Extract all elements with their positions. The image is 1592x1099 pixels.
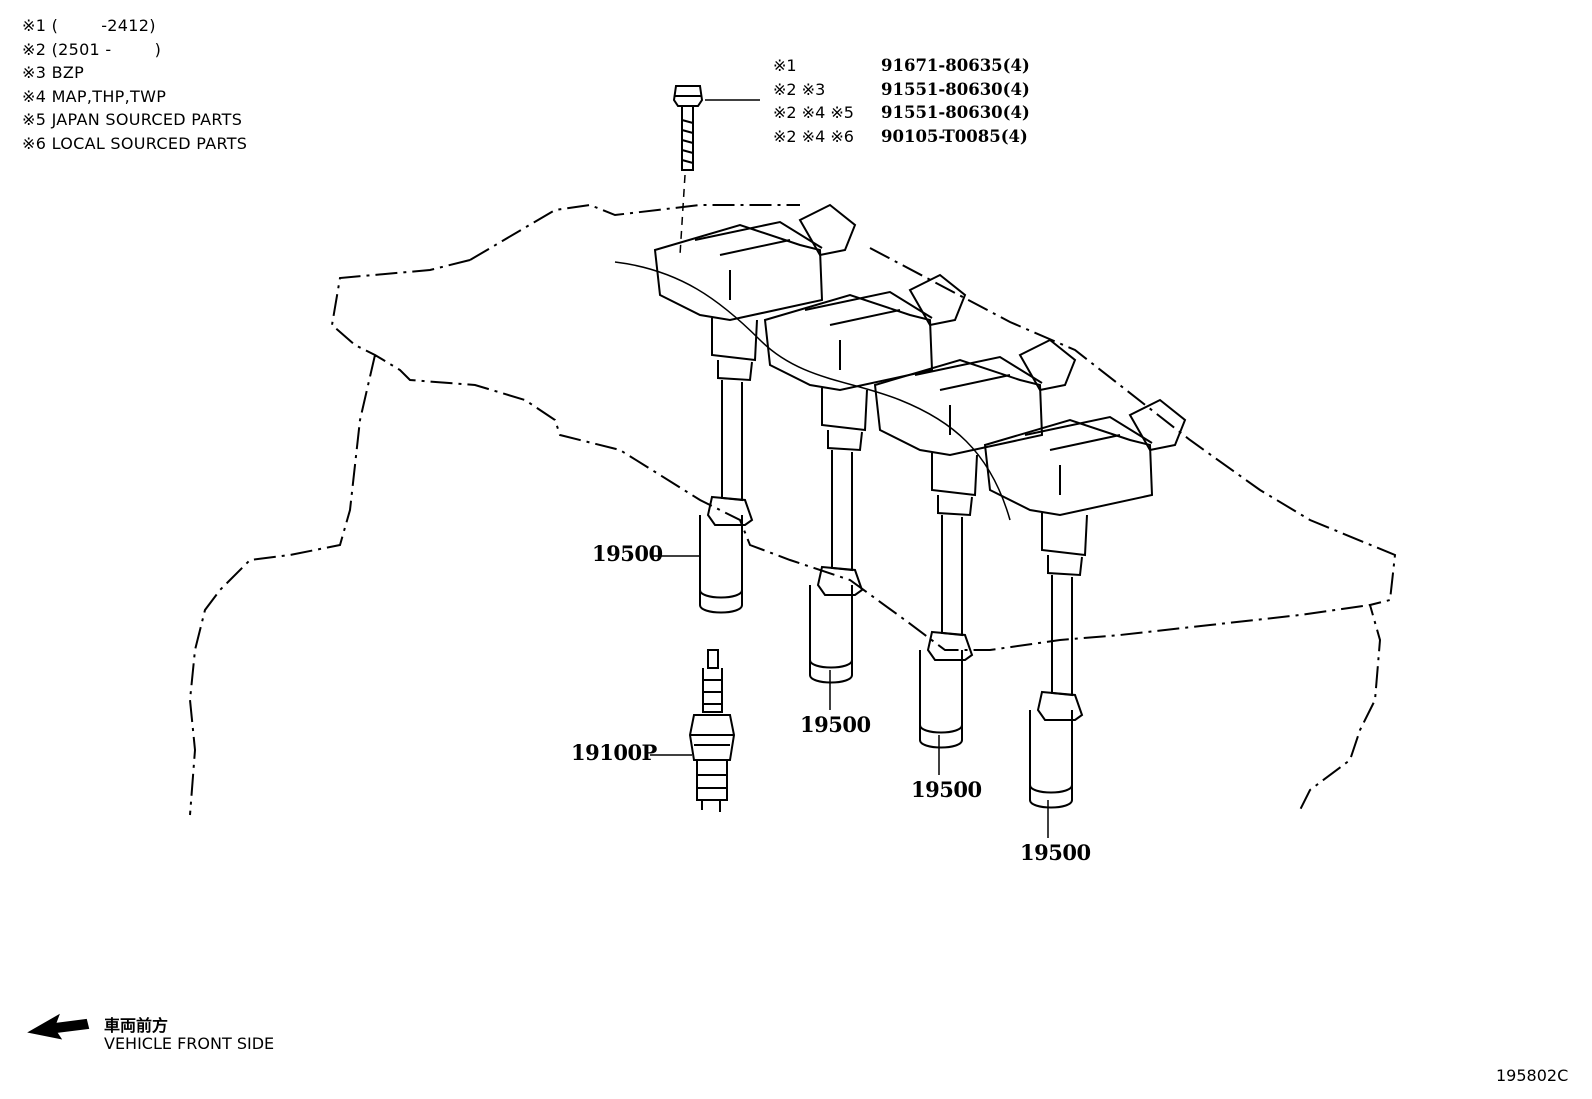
note-4: ※4 MAP,THP,TWP	[22, 86, 167, 106]
note-3: ※3 BZP	[22, 63, 85, 82]
diagram-code: 195802C	[1496, 1066, 1569, 1085]
callout-coil-2[interactable]: 19500	[800, 712, 871, 737]
ignition-coil-2	[763, 273, 967, 684]
bolt-icon	[672, 85, 704, 171]
bolt-conditions: ※2 ※3	[773, 79, 826, 99]
spark-plug-icon	[688, 649, 736, 812]
engine-block-outline	[188, 259, 1371, 816]
arrow-left-icon	[27, 1013, 90, 1040]
bolt-part-number[interactable]: 90105-T0085(4)	[881, 126, 1028, 146]
bolt-row-2: ※2 ※3 91551-80630(4)	[773, 78, 1043, 102]
bolt-row-1: ※1 91671-80635(4)	[773, 54, 1043, 78]
note-6: ※6 LOCAL SOURCED PARTS	[22, 133, 248, 153]
wire-harness	[614, 261, 1011, 521]
ignition-coil-1	[653, 203, 857, 614]
ignition-coil-4	[983, 398, 1187, 809]
ignition-coil-3	[873, 338, 1077, 749]
note-5: ※5 JAPAN SOURCED PARTS	[22, 110, 243, 129]
bolt-part-number[interactable]: 91551-80630(4)	[881, 103, 1030, 122]
bolt-conditions: ※2 ※4 ※5	[773, 103, 854, 122]
bolt-conditions: ※1	[773, 56, 797, 75]
bolt-row-3: ※2 ※4 ※5 91551-80630(4)	[773, 101, 1043, 125]
bolt-part-number[interactable]: 91671-80635(4)	[881, 56, 1030, 75]
bolt-row-4: ※2 ※4 ※6 90105-T0085(4)	[773, 125, 1043, 149]
front-label-en: VEHICLE FRONT SIDE	[104, 1034, 275, 1053]
note-2: ※2 (2501 - )	[22, 39, 162, 59]
applicability-notes: ※1 ( -2412) ※2 (2501 - ) ※3 BZP ※4 MAP,T…	[22, 14, 247, 155]
bolt-part-number[interactable]: 91551-80630(4)	[881, 79, 1030, 99]
engine-head-outline	[469, 203, 1397, 811]
front-label-jp: 車両前方	[104, 1016, 169, 1035]
bolt-part-table: ※1 91671-80635(4) ※2 ※3 91551-80630(4) ※…	[773, 54, 1043, 148]
callout-spark-plug[interactable]: 19100P	[571, 740, 657, 765]
callout-coil-1[interactable]: 19500	[592, 541, 663, 566]
note-1: ※1 ( -2412)	[22, 16, 156, 35]
bolt-conditions: ※2 ※4 ※6	[773, 126, 854, 146]
callout-coil-4[interactable]: 19500	[1020, 840, 1091, 865]
callout-coil-3[interactable]: 19500	[911, 777, 982, 802]
